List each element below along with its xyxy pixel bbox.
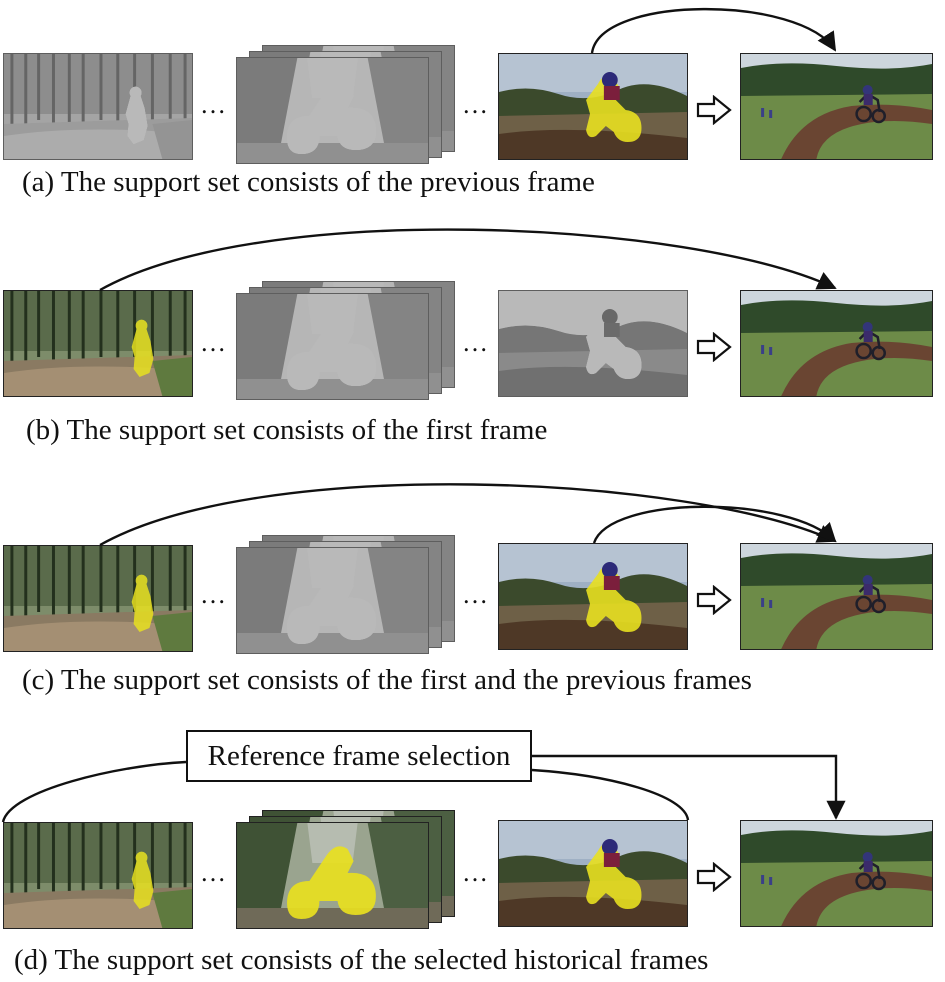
- forward-arrow-icon: [696, 332, 732, 362]
- arrow-previous-to-current: [590, 7, 837, 54]
- frame-current: [740, 820, 933, 927]
- caption-b: (b) The support set consists of the firs…: [26, 414, 548, 446]
- frame-current: [740, 543, 933, 650]
- ellipsis: …: [200, 580, 227, 609]
- frame-first: [3, 53, 193, 160]
- ellipsis: …: [462, 328, 489, 357]
- caption-a: (a) The support set consists of the prev…: [22, 166, 595, 198]
- arrow-first-to-current: [99, 228, 837, 292]
- ellipsis: …: [462, 580, 489, 609]
- frame-previous: [498, 53, 688, 160]
- ellipsis: …: [200, 858, 227, 887]
- ellipsis: …: [200, 90, 227, 119]
- frame-first: [3, 545, 193, 652]
- caption-d: (d) The support set consists of the sele…: [14, 944, 709, 976]
- frame-current: [740, 290, 933, 397]
- ellipsis: …: [200, 328, 227, 357]
- arrow-previous-to-current: [592, 505, 837, 544]
- frame-previous: [498, 820, 688, 927]
- caption-c: (c) The support set consists of the firs…: [22, 664, 752, 696]
- frame-first: [3, 290, 193, 397]
- selection-bracket-right: [531, 768, 690, 821]
- forward-arrow-icon: [696, 862, 732, 892]
- frame-previous: [498, 290, 688, 397]
- frame-current: [740, 53, 933, 160]
- ellipsis: …: [462, 858, 489, 887]
- selection-bracket-left: [1, 760, 187, 823]
- forward-arrow-icon: [696, 585, 732, 615]
- reference-frame-selection-box: Reference frame selection: [186, 730, 532, 782]
- ellipsis: …: [462, 90, 489, 119]
- forward-arrow-icon: [696, 95, 732, 125]
- arrow-first-to-current: [99, 483, 837, 547]
- arrow-selection-to-current: [532, 754, 846, 820]
- frame-first: [3, 822, 193, 929]
- frame-previous: [498, 543, 688, 650]
